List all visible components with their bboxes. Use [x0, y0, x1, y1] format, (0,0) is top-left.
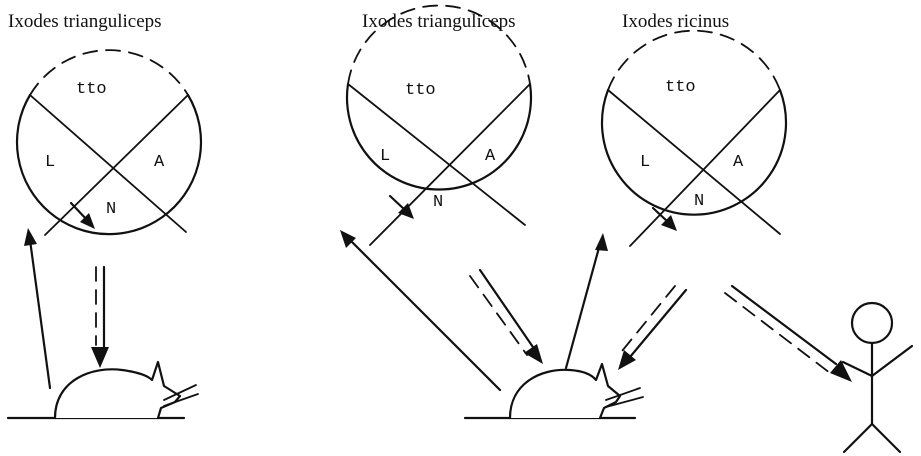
- divider-line: [29, 94, 187, 233]
- whisker: [163, 393, 199, 407]
- feeding-arrow-up: [28, 238, 52, 390]
- right-leg: [870, 422, 902, 454]
- nymph-label: N: [694, 192, 704, 211]
- arrowhead: [618, 350, 636, 370]
- transmission-arrow-dashed: [469, 275, 528, 356]
- adult-label: A: [154, 153, 165, 172]
- whisker: [605, 387, 641, 401]
- head: [850, 301, 894, 345]
- molt-arrow: [388, 194, 407, 212]
- larva-label: L: [380, 147, 390, 166]
- tto-label: tto: [665, 78, 696, 97]
- left-leg: [842, 422, 874, 454]
- drop-off-arrow: [628, 288, 688, 359]
- arrowhead: [595, 233, 608, 251]
- life-cycle-wheel-3: tto L A N: [600, 29, 788, 247]
- transmission-arrow-dashed: [724, 292, 831, 374]
- rodent-body: [53, 360, 182, 420]
- arrowhead: [24, 228, 37, 246]
- panel-2: Ixodes trianguliceps tto L A N: [340, 4, 644, 420]
- rodent-host-icon: [6, 360, 199, 420]
- divider-line: [44, 94, 189, 236]
- larva-label: L: [640, 153, 650, 172]
- molt-arrow: [651, 206, 670, 224]
- arrowhead: [830, 360, 852, 382]
- tto-arc: [29, 49, 189, 96]
- divider-line: [347, 83, 526, 226]
- tto-label: tto: [405, 81, 436, 100]
- arrowhead: [524, 344, 543, 364]
- human-infection-arrow: [730, 284, 838, 366]
- tto-label: tto: [76, 80, 107, 99]
- transmission-arrow-dashed: [617, 285, 676, 357]
- molt-arrowhead: [661, 215, 677, 231]
- drop-off-arrow: [478, 268, 537, 352]
- panel-2-title: Ixodes trianguliceps: [362, 11, 516, 32]
- nymph-label: N: [106, 200, 116, 219]
- feeding-arrow-up: [348, 238, 502, 392]
- cycle-circle: [600, 88, 788, 216]
- panel-1: Ixodes trianguliceps tto L A N: [6, 11, 203, 420]
- rodent-host-icon: [463, 362, 644, 420]
- rodent-body: [508, 362, 622, 420]
- molt-arrowhead: [80, 213, 95, 229]
- divider-line: [607, 89, 781, 235]
- arrowhead: [91, 347, 109, 368]
- right-arm: [870, 344, 914, 378]
- divider-line: [629, 89, 781, 247]
- divider-line: [369, 83, 531, 246]
- left-arm: [841, 360, 874, 378]
- panel-1-title: Ixodes trianguliceps: [8, 11, 162, 32]
- feeding-arrow-up: [564, 242, 602, 370]
- life-cycle-wheel-1: tto L A N: [15, 49, 203, 236]
- tto-arc: [607, 29, 781, 91]
- life-cycle-wheel-2: tto L A N: [345, 4, 533, 246]
- human-stick-figure-icon: [841, 301, 914, 454]
- whisker: [605, 396, 644, 408]
- adult-label: A: [733, 153, 744, 172]
- larva-label: L: [45, 153, 55, 172]
- cycle-circle: [15, 93, 203, 236]
- molt-arrowhead: [398, 203, 414, 219]
- arrowhead: [340, 230, 356, 248]
- cycle-circle: [345, 82, 533, 191]
- adult-label: A: [485, 147, 496, 166]
- nymph-label: N: [433, 193, 443, 212]
- whisker: [163, 384, 197, 401]
- panel-3: Ixodes ricinus tto L A N: [564, 11, 914, 454]
- panel-3-title: Ixodes ricinus: [622, 11, 729, 32]
